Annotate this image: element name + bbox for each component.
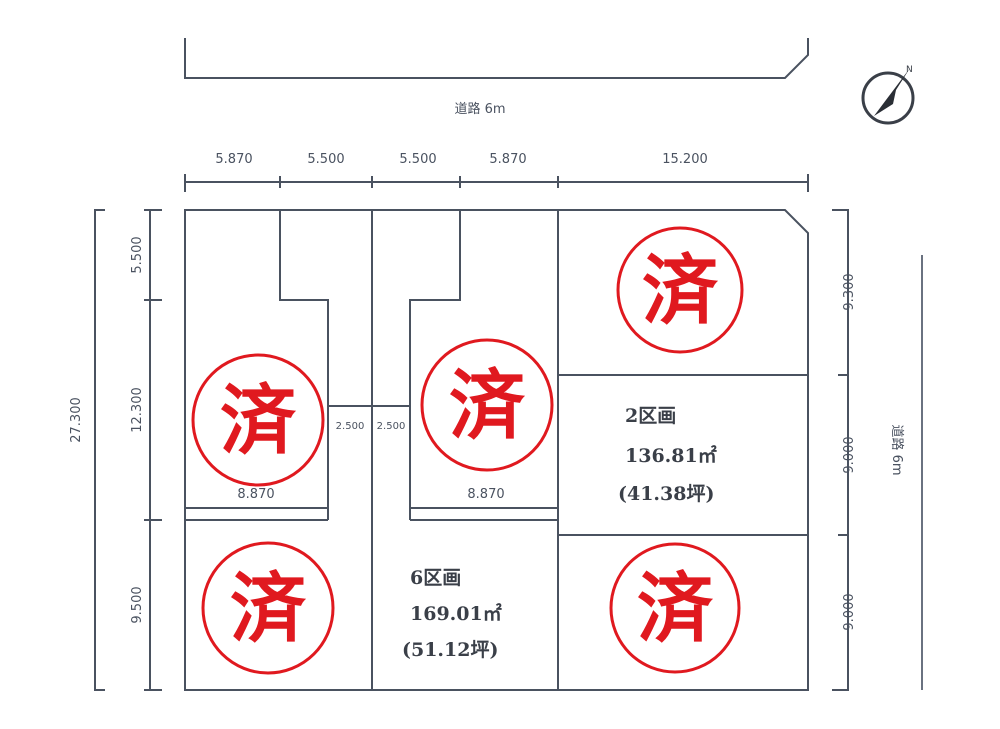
svg-text:(41.38坪): (41.38坪) bbox=[618, 483, 714, 505]
svg-text:(51.12坪): (51.12坪) bbox=[402, 639, 498, 661]
top-dim: 15.200 bbox=[662, 152, 708, 167]
svg-text:済: 済 bbox=[230, 564, 307, 653]
top-dimension-line bbox=[184, 174, 809, 192]
right-road-label: 道路 6m bbox=[889, 424, 905, 475]
left-total-dim: 27.300 bbox=[69, 397, 84, 443]
left-dim: 5.500 bbox=[130, 236, 145, 273]
right-dim: 9.300 bbox=[842, 273, 857, 310]
svg-text:済: 済 bbox=[642, 246, 719, 335]
lot-boundaries bbox=[184, 209, 809, 691]
lot5-width-dim: 8.870 bbox=[237, 487, 274, 502]
top-road-label: 道路 6m bbox=[454, 101, 505, 117]
lot-6-label: 6区画 169.01㎡ (51.12坪) bbox=[402, 567, 502, 661]
left-dimension-lines bbox=[94, 209, 162, 691]
top-dim: 5.870 bbox=[215, 152, 252, 167]
sold-stamp-lot7: 済 bbox=[201, 541, 335, 675]
sold-stamp-lot4: 済 bbox=[420, 338, 554, 472]
access-dim: 2.500 bbox=[336, 421, 365, 432]
svg-text:6区画: 6区画 bbox=[410, 567, 461, 589]
top-dim: 5.500 bbox=[399, 152, 436, 167]
svg-text:169.01㎡: 169.01㎡ bbox=[410, 602, 502, 625]
right-dim: 9.000 bbox=[842, 436, 857, 473]
svg-text:済: 済 bbox=[449, 361, 526, 450]
svg-text:136.81㎡: 136.81㎡ bbox=[625, 444, 717, 467]
right-dimension-lines bbox=[832, 209, 923, 691]
left-dim: 12.300 bbox=[130, 387, 145, 433]
svg-text:済: 済 bbox=[220, 376, 297, 465]
top-dim: 5.500 bbox=[307, 152, 344, 167]
svg-text:2区画: 2区画 bbox=[625, 405, 676, 427]
lot-2-label: 2区画 136.81㎡ (41.38坪) bbox=[618, 405, 717, 505]
lot4-width-dim: 8.870 bbox=[467, 487, 504, 502]
sold-stamp-lot3: 済 bbox=[609, 542, 741, 674]
sold-stamp-lot5: 済 bbox=[191, 353, 325, 487]
top-road-outline bbox=[184, 38, 809, 79]
svg-text:N: N bbox=[906, 65, 913, 75]
compass-icon: N bbox=[861, 65, 915, 125]
access-dim: 2.500 bbox=[377, 421, 406, 432]
sold-stamp-lot1: 済 bbox=[616, 226, 744, 354]
left-dim: 9.500 bbox=[130, 586, 145, 623]
svg-text:済: 済 bbox=[637, 564, 714, 653]
right-dim: 9.000 bbox=[842, 593, 857, 630]
top-dim: 5.870 bbox=[489, 152, 526, 167]
